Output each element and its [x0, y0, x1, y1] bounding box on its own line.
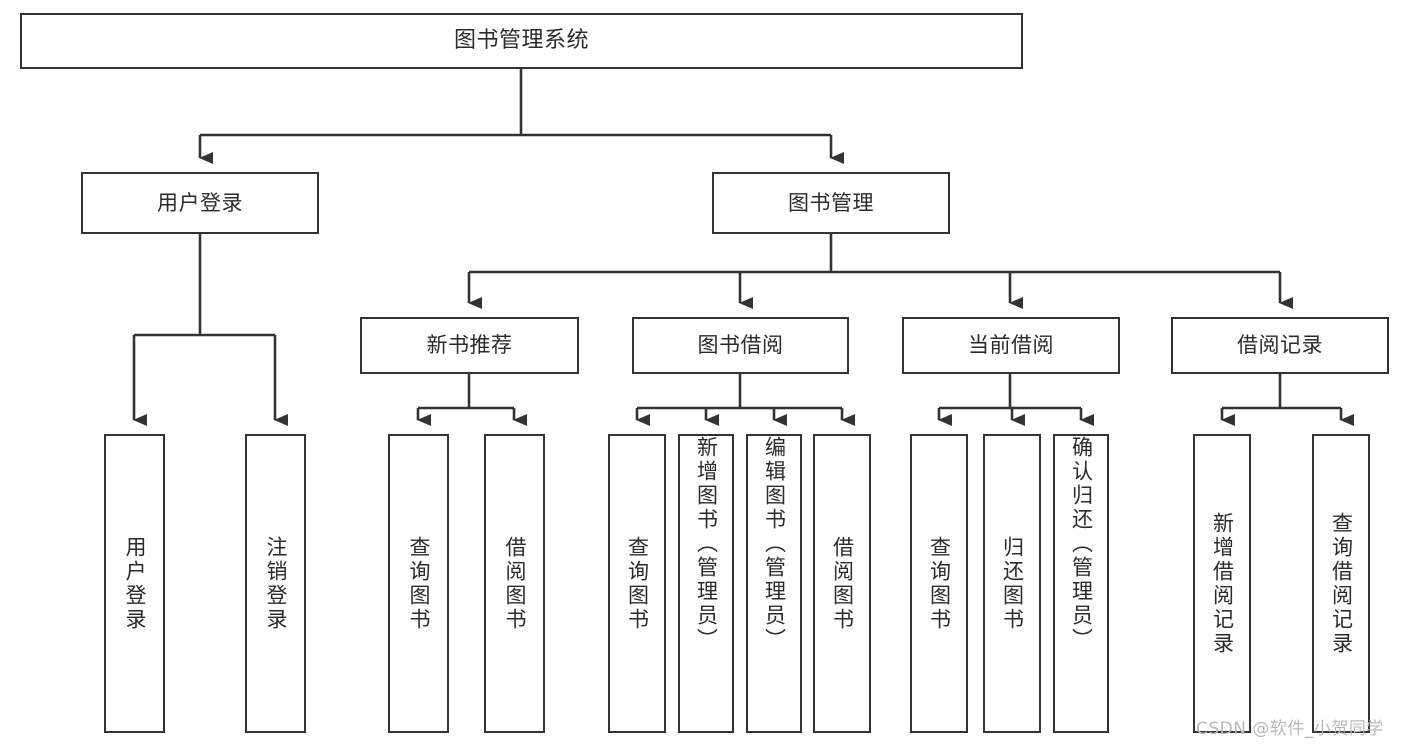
node-new-book-recommend[interactable]: 新书推荐 [360, 317, 579, 374]
csdn-watermark: CSDN @软件_小贺同学 [1196, 719, 1384, 739]
node-borrow-record-label: 借阅记录 [1237, 333, 1323, 358]
leaf-newbook-borrow-book-label: 借阅图书 [503, 535, 527, 632]
leaf-record-query-record-label: 查询借阅记录 [1329, 511, 1354, 656]
leaf-current-query-book[interactable]: 查询图书 [910, 434, 968, 733]
leaf-user-login[interactable]: 用户登录 [104, 434, 165, 733]
node-borrow-record[interactable]: 借阅记录 [1171, 317, 1389, 374]
leaf-current-return-book-label: 归还图书 [1000, 535, 1025, 632]
leaf-record-add-record-label: 新增借阅记录 [1210, 511, 1235, 656]
node-book-borrow[interactable]: 图书借阅 [632, 317, 849, 374]
leaf-borrow-lend-book[interactable]: 借阅图书 [813, 434, 871, 733]
leaf-current-confirm-return-admin-label: 确认归还（管理员） [1069, 436, 1094, 652]
leaf-borrow-edit-book-admin-label: 编辑图书（管理员） [762, 436, 787, 652]
node-root[interactable]: 图书管理系统 [20, 13, 1023, 69]
leaf-user-logout[interactable]: 注销登录 [245, 434, 306, 733]
leaf-newbook-query-book-label: 查询图书 [407, 535, 431, 632]
node-user-login[interactable]: 用户登录 [81, 172, 319, 234]
leaf-user-logout-label: 注销登录 [264, 535, 288, 632]
leaf-borrow-query-book-label: 查询图书 [625, 535, 650, 632]
leaf-newbook-query-book[interactable]: 查询图书 [388, 434, 449, 733]
leaf-borrow-query-book[interactable]: 查询图书 [608, 434, 666, 733]
node-new-book-recommend-label: 新书推荐 [426, 333, 513, 358]
node-root-label: 图书管理系统 [453, 28, 589, 54]
leaf-record-query-record[interactable]: 查询借阅记录 [1312, 434, 1370, 733]
leaf-current-confirm-return-admin[interactable]: 确认归还（管理员） [1053, 434, 1109, 733]
node-book-management-label: 图书管理 [788, 190, 874, 215]
leaf-borrow-add-book-admin[interactable]: 新增图书（管理员） [678, 434, 734, 733]
leaf-record-add-record[interactable]: 新增借阅记录 [1193, 434, 1251, 733]
node-user-login-label: 用户登录 [157, 190, 243, 215]
leaf-borrow-lend-book-label: 借阅图书 [830, 535, 855, 632]
node-book-management[interactable]: 图书管理 [712, 172, 950, 234]
node-current-borrow[interactable]: 当前借阅 [902, 317, 1120, 374]
leaf-newbook-borrow-book[interactable]: 借阅图书 [484, 434, 545, 733]
leaf-borrow-add-book-admin-label: 新增图书（管理员） [694, 436, 719, 652]
leaf-current-query-book-label: 查询图书 [927, 535, 952, 632]
leaf-current-return-book[interactable]: 归还图书 [983, 434, 1041, 733]
node-current-borrow-label: 当前借阅 [968, 333, 1054, 358]
leaf-user-login-label: 用户登录 [123, 535, 147, 632]
node-book-borrow-label: 图书借阅 [697, 333, 784, 358]
leaf-borrow-edit-book-admin[interactable]: 编辑图书（管理员） [746, 434, 802, 733]
